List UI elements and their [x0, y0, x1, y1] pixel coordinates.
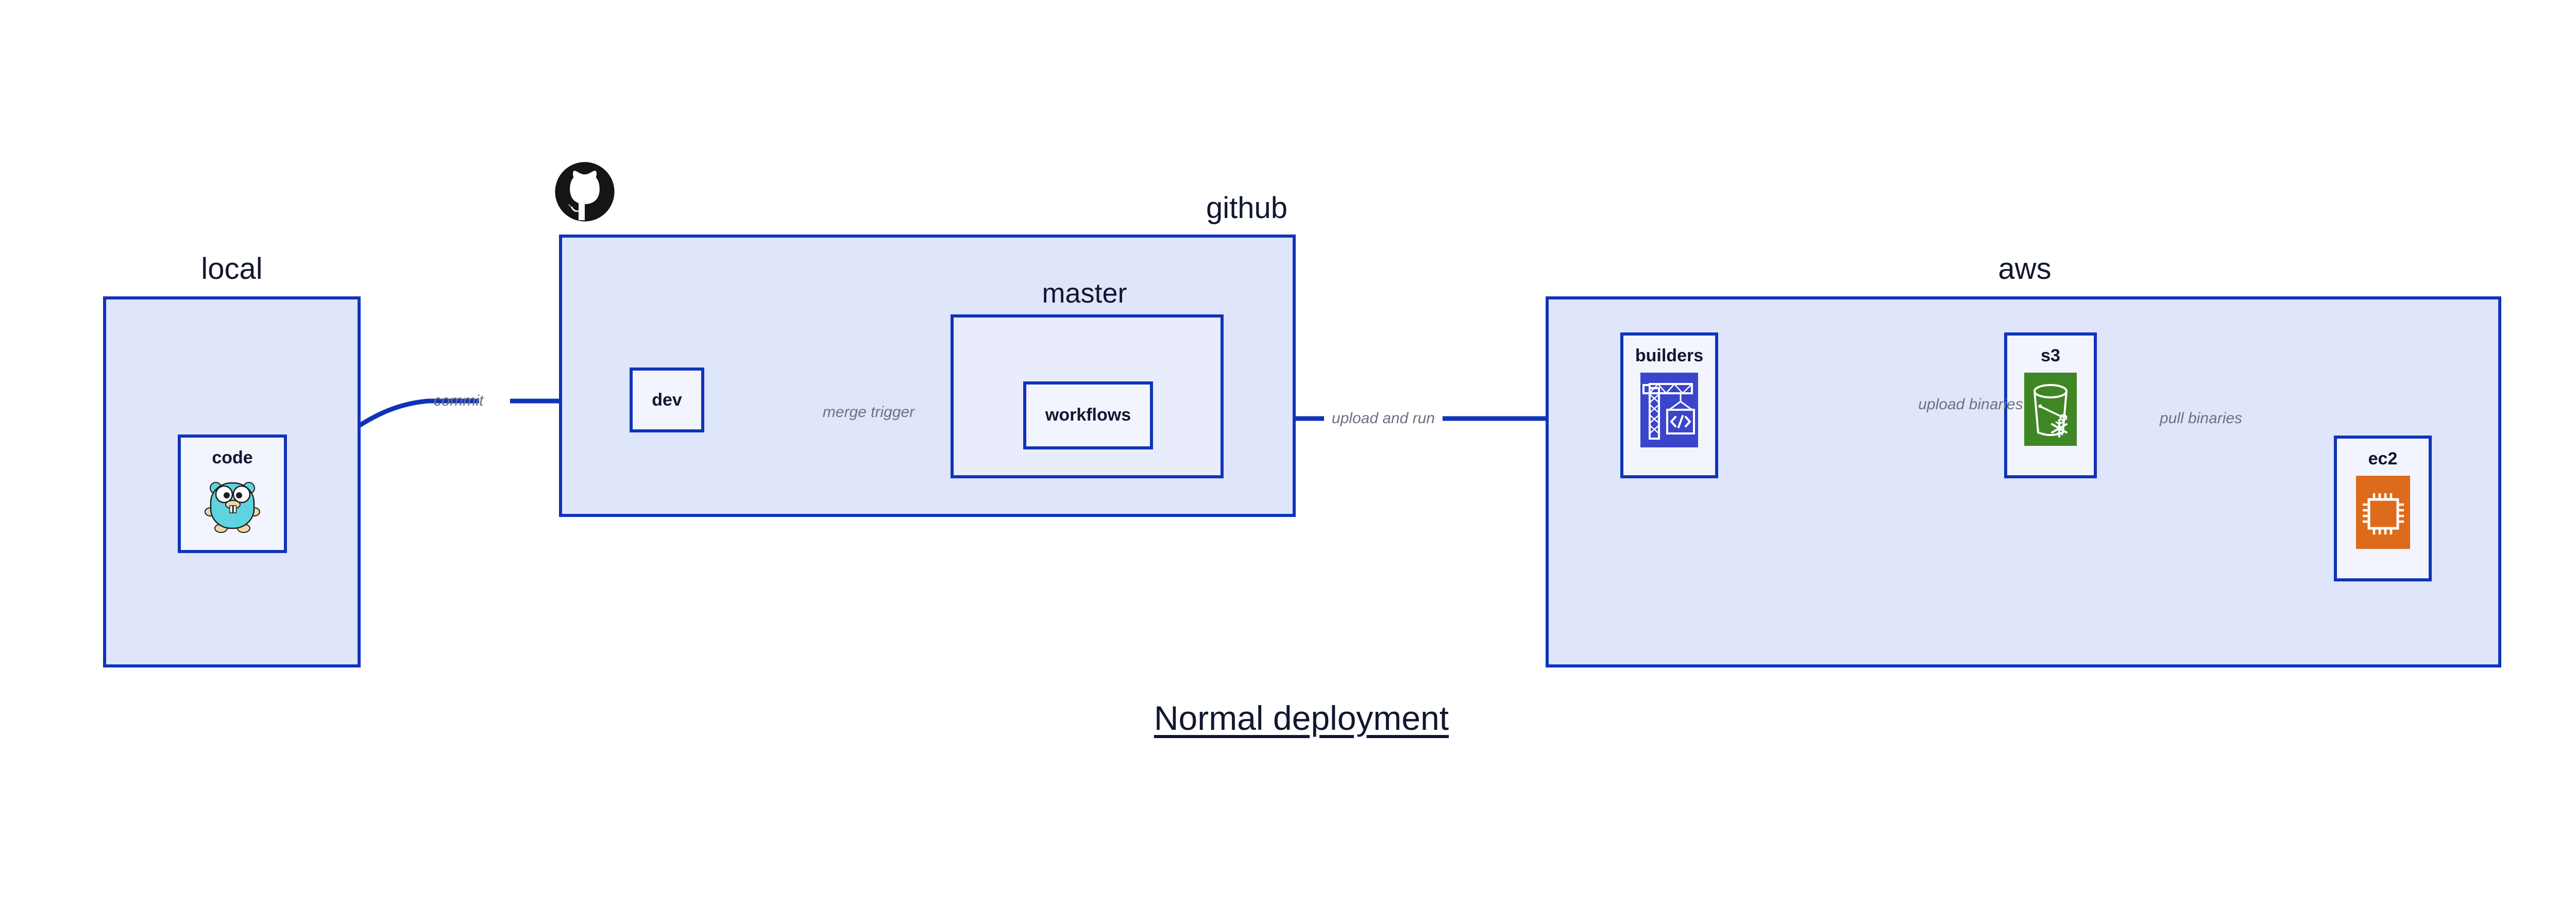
diagram-caption: Normal deployment	[1154, 699, 1449, 737]
node-label-workflows: workflows	[1045, 405, 1131, 425]
group-title-local: local	[201, 252, 263, 286]
aws-s3-glacier-bucket-icon	[2024, 373, 2077, 448]
github-octocat-logo	[554, 161, 616, 225]
edge-label-merge-trigger: merge trigger	[822, 404, 915, 421]
node-label-s3: s3	[2041, 346, 2060, 365]
go-gopher-icon	[204, 475, 261, 537]
node-ec2[interactable]: ec2	[2334, 436, 2432, 581]
node-workflows[interactable]: workflows	[1023, 381, 1153, 449]
edge-label-pull-binaries: pull binaries	[2159, 410, 2243, 427]
node-label-ec2: ec2	[2368, 449, 2398, 469]
node-code[interactable]: code	[178, 435, 287, 553]
node-s3[interactable]: s3	[2004, 332, 2097, 478]
group-title-aws: aws	[1998, 252, 2052, 286]
group-title-github: github	[1206, 191, 1288, 225]
node-builders[interactable]: builders	[1620, 332, 1718, 478]
node-dev[interactable]: dev	[630, 368, 704, 432]
node-label-dev: dev	[652, 390, 682, 410]
node-label-builders: builders	[1635, 346, 1704, 365]
edge-label-upload-binaries: upload binaries	[1918, 396, 2023, 413]
group-title-master: master	[1042, 278, 1127, 309]
edge-label-upload-and-run: upload and run	[1331, 410, 1435, 427]
aws-ec2-chip-icon	[2355, 476, 2410, 552]
edge-label-commit: commit	[433, 392, 484, 409]
node-label-code: code	[212, 448, 253, 467]
aws-codebuild-crane-icon	[1640, 373, 1698, 450]
